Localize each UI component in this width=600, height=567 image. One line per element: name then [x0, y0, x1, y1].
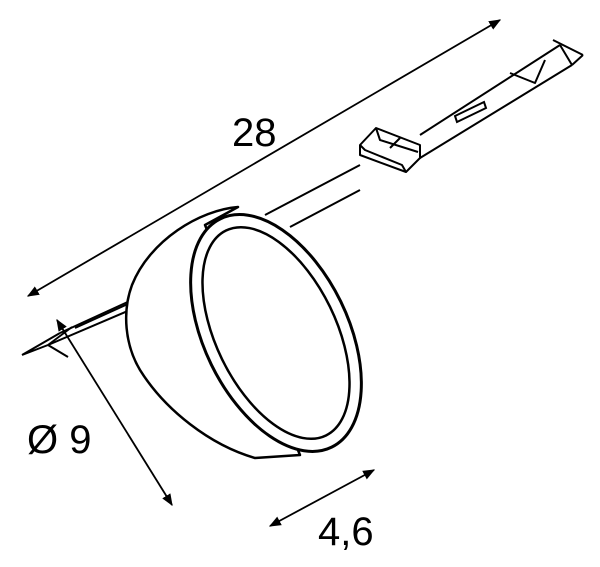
dimension-line-depth [268, 469, 376, 527]
rail-right-end [552, 39, 584, 66]
rail-back-edge-left [74, 302, 131, 329]
rail-front-edge [47, 309, 131, 346]
extension-line-diameter [47, 326, 73, 346]
rail-left-end [21, 332, 69, 358]
rail-joint [509, 59, 546, 84]
cylinder-housing [124, 205, 363, 460]
dimension-label-length: 28 [232, 111, 277, 155]
rail-top-edge-far [419, 44, 561, 136]
dimension-line-diameter [56, 318, 173, 507]
dimension-lines [26, 19, 502, 527]
rail-slot [453, 100, 488, 124]
dimension-line-length [26, 19, 502, 297]
dimension-label-depth: 4,6 [318, 510, 374, 554]
rail-top-edge-right [264, 164, 361, 216]
rail-bottom-edge-far [419, 64, 573, 159]
clip-connector [359, 127, 421, 173]
dimension-label-diameter: Ø 9 [27, 418, 92, 462]
